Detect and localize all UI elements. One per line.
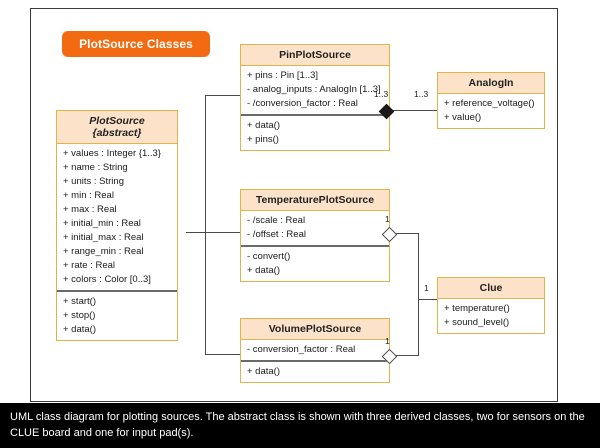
class-plotsource-operations: + start() + stop() + data() bbox=[57, 290, 177, 340]
class-volumeplotsource-header: VolumePlotSource bbox=[241, 319, 389, 340]
attribute-row: + name : String bbox=[63, 162, 128, 173]
multiplicity-pin-source: 1..3 bbox=[374, 89, 389, 99]
class-temperatureplotsource-operations: - convert() + data() bbox=[241, 245, 389, 281]
operation-row: + value() bbox=[444, 112, 482, 123]
operation-row: + stop() bbox=[63, 310, 96, 321]
generalization-stub-temperature bbox=[205, 232, 240, 233]
operation-row: + pins() bbox=[247, 134, 279, 145]
class-pinplotsource-header: PinPlotSource bbox=[241, 45, 389, 66]
operation-row: + data() bbox=[63, 324, 97, 335]
class-analogin-operations: + reference_voltage() + value() bbox=[438, 94, 544, 128]
attribute-row: + initial_max : Real bbox=[63, 232, 144, 243]
class-pinplotsource[interactable]: PinPlotSource + pins : Pin [1..3] - anal… bbox=[240, 44, 390, 151]
operation-row: + temperature() bbox=[444, 303, 510, 314]
attribute-row: + values : Integer {1..3} bbox=[63, 148, 161, 159]
figure-caption: UML class diagram for plotting sources. … bbox=[0, 403, 600, 448]
multiplicity-volume: 1 bbox=[385, 336, 390, 346]
attribute-row: - /scale : Real bbox=[247, 215, 306, 226]
attribute-row: + rate : Real bbox=[63, 260, 116, 271]
attribute-row: + range_min : Real bbox=[63, 246, 144, 257]
generalization-trunk bbox=[205, 95, 206, 355]
class-analogin-header: AnalogIn bbox=[438, 73, 544, 94]
multiplicity-clue: 1 bbox=[424, 283, 429, 293]
attribute-row: + initial_min : Real bbox=[63, 218, 141, 229]
operation-row: + start() bbox=[63, 296, 96, 307]
aggregation-line-volume bbox=[396, 355, 418, 356]
class-clue-header: Clue bbox=[438, 278, 544, 299]
generalization-stub-volume bbox=[205, 354, 240, 355]
class-plotsource-header: PlotSource {abstract} bbox=[57, 111, 177, 144]
class-clue[interactable]: Clue + temperature() + sound_level() bbox=[437, 277, 545, 334]
attribute-row: - /offset : Real bbox=[247, 229, 306, 240]
class-volumeplotsource-attributes: - conversion_factor : Real bbox=[241, 340, 389, 360]
class-temperatureplotsource-header: TemperaturePlotSource bbox=[241, 190, 389, 211]
generalization-stub-pin bbox=[205, 95, 240, 96]
operation-row: + data() bbox=[247, 120, 281, 131]
attribute-row: + pins : Pin [1..3] bbox=[247, 70, 319, 81]
class-temperatureplotsource[interactable]: TemperaturePlotSource - /scale : Real - … bbox=[240, 189, 390, 282]
class-plotsource-stereotype: {abstract} bbox=[92, 127, 142, 139]
operation-row: + reference_voltage() bbox=[444, 98, 535, 109]
attribute-row: + colors : Color [0..3] bbox=[63, 274, 151, 285]
class-analogin[interactable]: AnalogIn + reference_voltage() + value() bbox=[437, 72, 545, 129]
class-plotsource[interactable]: PlotSource {abstract} + values : Integer… bbox=[56, 110, 178, 341]
attribute-row: + min : Real bbox=[63, 190, 114, 201]
attribute-row: - analog_inputs : AnalogIn [1..3] bbox=[247, 84, 381, 95]
class-plotsource-name: PlotSource bbox=[89, 115, 145, 127]
class-plotsource-attributes: + values : Integer {1..3} + name : Strin… bbox=[57, 144, 177, 290]
generalization-arrow-line bbox=[186, 232, 206, 233]
operation-row: + sound_level() bbox=[444, 317, 510, 328]
attribute-row: + units : String bbox=[63, 176, 124, 187]
operation-row: - convert() bbox=[247, 251, 291, 262]
clue-trunk bbox=[418, 233, 419, 356]
diagram-title-pill: PlotSource Classes bbox=[62, 31, 210, 57]
class-pinplotsource-attributes: + pins : Pin [1..3] - analog_inputs : An… bbox=[241, 66, 389, 114]
clue-connector-line bbox=[418, 299, 438, 300]
class-volumeplotsource-operations: + data() bbox=[241, 360, 389, 382]
class-temperatureplotsource-attributes: - /scale : Real - /offset : Real bbox=[241, 211, 389, 245]
class-volumeplotsource[interactable]: VolumePlotSource - conversion_factor : R… bbox=[240, 318, 390, 383]
attribute-row: - /conversion_factor : Real bbox=[247, 98, 358, 109]
class-pinplotsource-operations: + data() + pins() bbox=[241, 114, 389, 150]
composition-line-pin-analogin bbox=[390, 110, 438, 111]
attribute-row: + max : Real bbox=[63, 204, 117, 215]
class-clue-operations: + temperature() + sound_level() bbox=[438, 299, 544, 333]
operation-row: + data() bbox=[247, 265, 281, 276]
operation-row: + data() bbox=[247, 366, 281, 377]
multiplicity-pin-target: 1..3 bbox=[414, 89, 429, 99]
aggregation-line-temperature bbox=[396, 233, 418, 234]
attribute-row: - conversion_factor : Real bbox=[247, 344, 356, 355]
multiplicity-temperature: 1 bbox=[385, 214, 390, 224]
